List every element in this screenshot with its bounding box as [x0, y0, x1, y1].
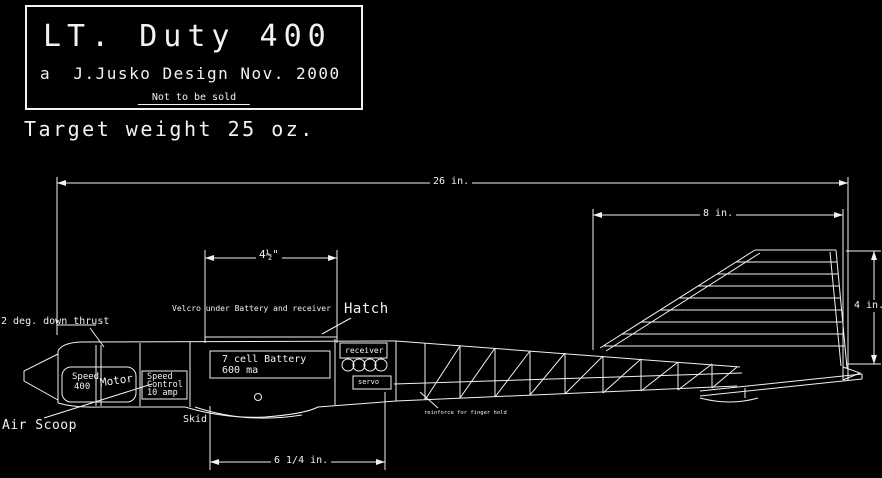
finger-hold-note-label: reinforce for finger hold [424, 410, 507, 416]
esc-label-line1: Speed [147, 372, 173, 382]
receiver-label: receiver [345, 346, 384, 355]
motor-label-line2: 400 [74, 382, 91, 392]
air-scoop-label: Air Scoop [2, 418, 77, 433]
leader-lines [43, 317, 439, 419]
dim-label-bay-length: 6 1/4 in. [271, 455, 332, 467]
motor-label-line1: Speed [72, 372, 100, 382]
dimension-hatch-length [204, 250, 338, 338]
dim-label-tail-moment: 8 in. [700, 208, 737, 220]
esc-label-line3: 10 amp [147, 388, 178, 398]
not-for-sale-note: Not to be sold [137, 92, 251, 105]
dimension-fin-height [846, 250, 881, 365]
skid-label: Skid [183, 414, 208, 425]
tail-boom-truss [393, 340, 743, 402]
velcro-note-label: Velcro under Battery and receiver [172, 304, 331, 313]
dimension-tail-moment [592, 209, 844, 380]
dim-label-overall-length: 26 in. [430, 176, 473, 188]
dim-label-hatch-length: 4½" [256, 248, 282, 262]
drawing-title: LT. Duty 400 [43, 19, 332, 54]
vertical-fin-outline [599, 249, 848, 369]
servo-label: servo [358, 378, 380, 386]
title-block: LT. Duty 400 a J.Jusko Design Nov. 2000 … [25, 5, 363, 110]
component-outlines [61, 342, 392, 403]
battery-label-line1: 7 cell Battery [222, 354, 307, 365]
dim-label-fin-height: 4 in. [851, 300, 882, 312]
hatch-label: Hatch [344, 301, 389, 317]
drawing-subtitle: a J.Jusko Design Nov. 2000 [40, 64, 341, 83]
spinner-outline [23, 351, 59, 403]
down-thrust-label: 2 deg. down thrust [1, 316, 110, 327]
esc-label-line2: Control [147, 380, 183, 390]
battery-label-line2: 600 ma [222, 365, 259, 376]
stabilizer-edge-outline [699, 366, 863, 403]
target-weight-label: Target weight 25 oz. [24, 117, 315, 141]
